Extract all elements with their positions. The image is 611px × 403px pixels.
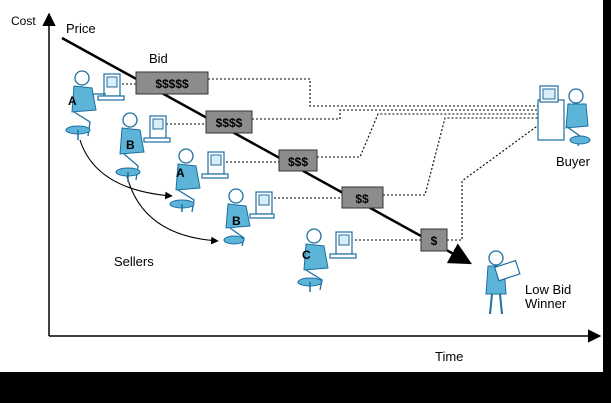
winner-label-line2: Winner (525, 296, 567, 311)
seller-b-letter: B (126, 138, 135, 152)
bid-box-4: $$ (341, 186, 384, 209)
bid-box-4-label: $$ (355, 192, 369, 206)
seller-bid-connectors (118, 83, 421, 241)
time-axis-label: Time (435, 349, 463, 364)
seller-b2-letter: B (232, 214, 241, 228)
seller-a-letter: A (68, 94, 77, 108)
buyer-label: Buyer (556, 154, 591, 169)
seller-a2-computer-icon: A (169, 148, 229, 213)
bid-box-2-label: $$$$ (216, 116, 243, 130)
bid-box-3-label: $$$ (288, 155, 308, 169)
frame-right (603, 0, 611, 403)
rebid-arrow-b (125, 171, 219, 245)
seller-b2-computer-icon: B (223, 188, 275, 247)
winner-label-line1: Low Bid (525, 282, 571, 297)
cost-axis-label: Cost (11, 14, 36, 28)
rebid-arrow-a (79, 139, 173, 200)
sellers-label: Sellers (114, 254, 154, 269)
frame-bottom (0, 372, 611, 403)
price-label: Price (66, 21, 96, 36)
price-trend-arrow (61, 36, 472, 265)
bid-box-5-label: $ (431, 234, 438, 248)
bid-box-1: $$$$$ (135, 71, 209, 95)
seller-a-computer-icon: A (65, 70, 125, 140)
buyer-computer-icon (537, 85, 591, 147)
seller-c-computer-icon: C (297, 228, 357, 292)
bid-label: Bid (149, 51, 168, 66)
seller-b-computer-icon: B (115, 112, 171, 182)
bid-box-1-label: $$$$$ (155, 77, 189, 91)
bid-box-3: $$$ (278, 149, 318, 172)
seller-a2-letter: A (176, 166, 185, 180)
bid-box-2: $$$$ (205, 110, 253, 134)
bid-box-5: $ (420, 228, 448, 252)
seller-c-letter: C (302, 248, 311, 262)
bid-buyer-connectors (208, 78, 541, 241)
winner-figure-icon (485, 250, 521, 315)
